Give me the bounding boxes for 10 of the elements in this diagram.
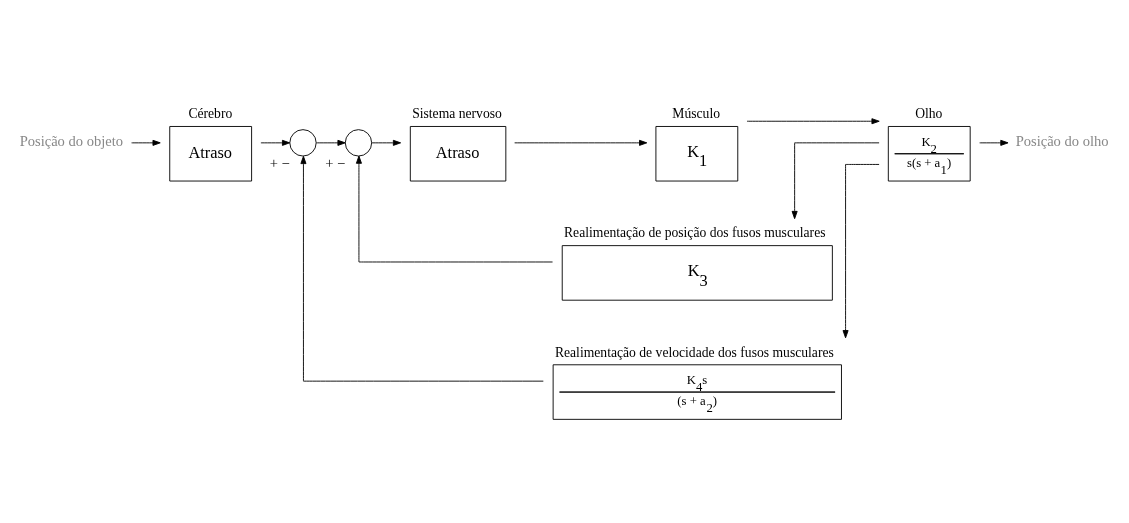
- node-text: Posição do olho: [1015, 132, 1109, 149]
- node-label: Realimentação de posição dos fusos musculares: [564, 224, 826, 240]
- node-label: Olho: [915, 105, 943, 121]
- node-label: + −: [269, 154, 290, 171]
- node-label: + −: [325, 154, 346, 171]
- node-text: Posição do objeto: [19, 132, 124, 149]
- node-label: Músculo: [672, 105, 720, 121]
- node-label: Cérebro: [188, 105, 233, 121]
- node-label: Realimentação de velocidade dos fusos musculares: [554, 344, 834, 360]
- node-label: Sistema nervoso: [412, 105, 502, 121]
